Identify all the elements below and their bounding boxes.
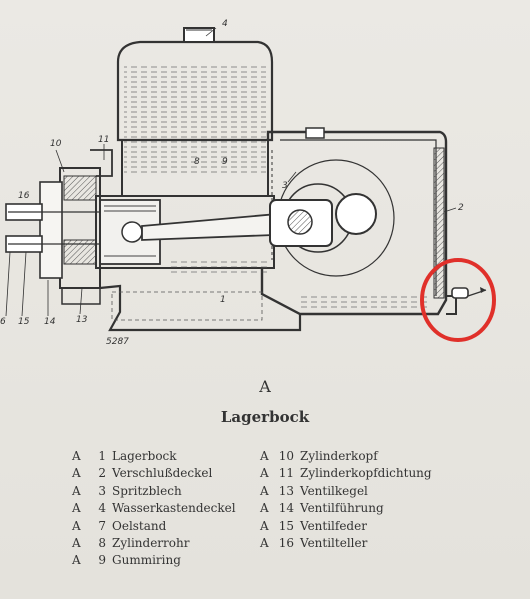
label-10: 10: [50, 139, 62, 149]
engine-cross-section-drawing: 4 2 3 1 8 9 10 11 6 15 14 13 16 5287: [0, 19, 496, 347]
legend-prefix: A: [260, 518, 269, 533]
legend-name: Ventilführung: [300, 501, 384, 516]
legend-row: A 1 Lagerbock: [72, 448, 236, 465]
legend-row: A 15 Ventilfeder: [260, 518, 432, 535]
label-2: 2: [458, 203, 464, 213]
legend-prefix: A: [72, 536, 81, 551]
legend-number: 11: [278, 466, 294, 481]
label-14: 14: [44, 317, 56, 327]
legend-prefix: A: [260, 466, 269, 481]
legend-row: A 3 Spritzblech: [72, 483, 236, 500]
legend-row: A 8 Zylinderrohr: [72, 535, 236, 552]
legend-name: Gummiring: [112, 553, 181, 568]
engine-diagram-svg: 4 2 3 1 8 9 10 11 6 15 14 13 16 5287: [0, 19, 496, 347]
legend-name: Wasserkastendeckel: [112, 501, 236, 516]
legend-row: A 9 Gummiring: [72, 552, 236, 569]
legend-number: 9: [98, 553, 106, 568]
legend-prefix: A: [72, 449, 81, 463]
oil-level-fitting: [446, 287, 487, 315]
legend-prefix: A: [72, 518, 81, 533]
bearing-block-base: [99, 267, 302, 332]
legend-prefix: A: [260, 483, 269, 498]
legend-row: A 13 Ventilkegel: [260, 483, 432, 500]
plate-number: 5287: [106, 337, 129, 347]
label-3: 3: [282, 181, 288, 191]
leader-lines: [5, 27, 457, 317]
label-8: 8: [194, 157, 200, 167]
legend-number: 1: [98, 449, 106, 463]
label-15: 15: [18, 317, 30, 327]
cylinder-head: [5, 149, 113, 305]
legend-prefix: A: [72, 501, 81, 516]
legend-number: 10: [278, 449, 294, 463]
legend-name: Zylinderkopfdichtung: [300, 466, 432, 481]
legend-name: Zylinderkopf: [300, 449, 378, 463]
legend-row: A 16 Ventilteller: [260, 535, 432, 552]
cylinder-assembly: [95, 195, 333, 274]
legend-number: 14: [278, 501, 294, 516]
legend-row: A 4 Wasserkastendeckel: [72, 500, 236, 517]
legend-number: 15: [278, 518, 294, 533]
crankcase-housing: [260, 127, 448, 316]
legend-name: Ventilfeder: [300, 518, 367, 533]
legend-left-column: A 1 Lagerbock A 2 Verschlußdeckel A 3 Spritzbl…: [72, 448, 236, 570]
label-11: 11: [98, 135, 109, 145]
legend-name: Ventilkegel: [300, 483, 368, 498]
label-13: 13: [76, 315, 88, 325]
water-tank: [116, 27, 274, 197]
legend-name: Lagerbock: [112, 449, 177, 463]
figure-title: Lagerbock: [220, 408, 310, 426]
legend-row: A 7 Oelstand: [72, 518, 236, 535]
label-16: 16: [18, 191, 30, 201]
legend-prefix: A: [72, 483, 81, 498]
legend-name: Ventilteller: [300, 536, 368, 551]
legend-name: Oelstand: [112, 518, 167, 533]
legend-prefix: A: [260, 449, 269, 463]
label-6: 6: [0, 317, 6, 327]
legend-row: A 2 Verschlußdeckel: [72, 465, 236, 482]
label-9: 9: [222, 157, 228, 167]
legend-number: 16: [278, 536, 294, 551]
legend-name: Zylinderrohr: [112, 536, 190, 551]
part-labels: 4 2 3 1 8 9 10 11 6 15 14 13 16 5287: [0, 19, 464, 347]
legend-row: A 14 Ventilführung: [260, 500, 432, 517]
legend-row: A 10 Zylinderkopf: [260, 448, 432, 465]
legend-prefix: A: [72, 553, 81, 568]
legend-number: 3: [98, 483, 106, 498]
legend-number: 8: [98, 536, 106, 551]
legend-row: A 11 Zylinderkopfdichtung: [260, 465, 432, 482]
legend-number: 7: [98, 518, 106, 533]
legend-prefix: A: [260, 536, 269, 551]
figure-letter: A: [259, 377, 271, 396]
legend-number: 4: [98, 501, 106, 516]
legend-name: Spritzblech: [112, 483, 182, 498]
legend-number: 2: [98, 466, 106, 481]
highlight-circle: [420, 258, 496, 342]
label-1: 1: [220, 295, 226, 305]
legend-number: 13: [278, 483, 294, 498]
legend-prefix: A: [72, 466, 81, 481]
legend-prefix: A: [260, 501, 269, 516]
label-4: 4: [222, 19, 228, 29]
legend-name: Verschlußdeckel: [112, 466, 213, 481]
